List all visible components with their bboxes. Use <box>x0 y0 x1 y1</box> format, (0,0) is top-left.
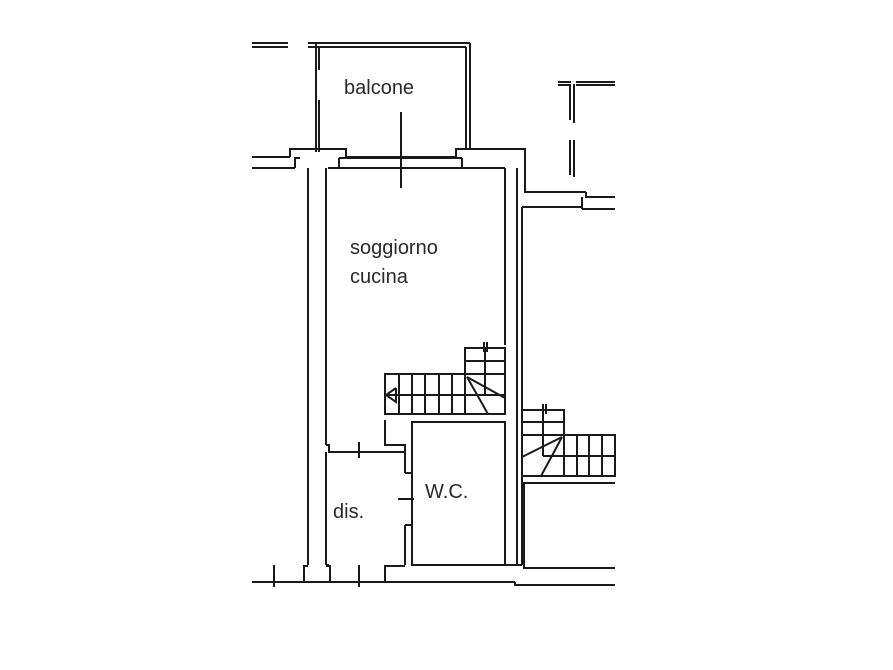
room-label-soggiorno: soggiorno <box>350 237 438 259</box>
left-walls <box>307 168 523 565</box>
room-label-cucina: cucina <box>350 266 408 288</box>
bottom-wall <box>252 565 615 587</box>
room-label-balcone: balcone <box>344 77 415 99</box>
inner-walls <box>325 420 522 566</box>
balcony-walls <box>315 43 471 152</box>
top-left-wall <box>252 42 470 48</box>
right-lower-room <box>523 482 615 569</box>
room-label-wc: W.C. <box>425 481 469 503</box>
front-wall <box>252 148 586 193</box>
stair-right <box>521 404 616 477</box>
stair-main <box>384 342 506 415</box>
right-top-walls <box>522 81 615 210</box>
room-label-dis: dis. <box>333 501 365 523</box>
